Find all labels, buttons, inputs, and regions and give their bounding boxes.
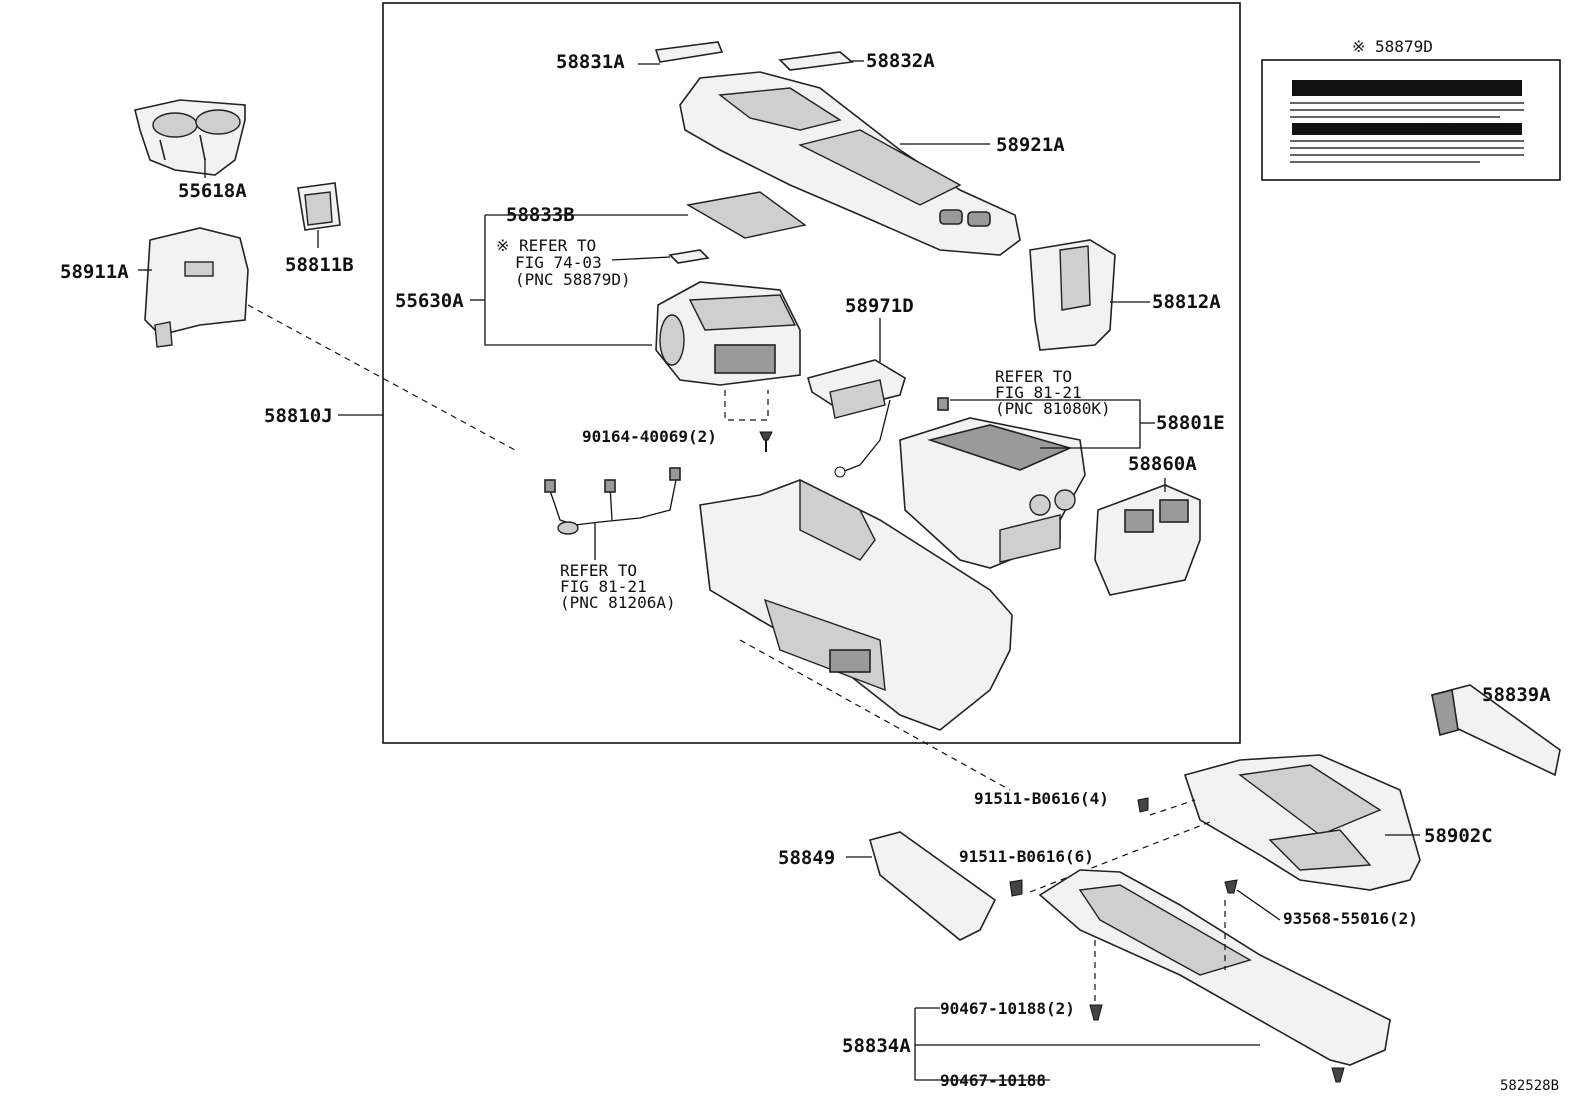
assembly-frame bbox=[382, 2, 1241, 744]
bolt-91511-a bbox=[1137, 797, 1149, 813]
label-58849: 58849 bbox=[778, 847, 835, 869]
note-refer-81a-line3: (PNC 81206A) bbox=[560, 593, 676, 612]
note-refer-81k-line2: FIG 81-21 bbox=[995, 383, 1082, 402]
caution-label-illustration: ⚠ 注 意 コンソール ⚠ CAUTION SHIFT CONSOLE bbox=[1261, 59, 1561, 181]
label-58839A: 58839A bbox=[1482, 684, 1551, 706]
label-58834A: 58834A bbox=[842, 1035, 911, 1057]
label-91511-B0616-4: 91511-B0616(4) bbox=[974, 789, 1109, 808]
label-58833B: 58833B bbox=[506, 204, 575, 226]
label-90467-10188: 90467-10188 bbox=[940, 1071, 1046, 1090]
part-55618A-cup-holder bbox=[134, 99, 246, 176]
clip-90467-a bbox=[1089, 1004, 1103, 1021]
label-93568-55016: 93568-55016(2) bbox=[1283, 909, 1418, 928]
part-58860A-vent bbox=[1094, 484, 1201, 596]
figure-id: 582528B bbox=[1500, 1078, 1559, 1094]
part-55630A-box bbox=[655, 281, 801, 386]
note-refer-74-line1: ※ REFER TO bbox=[496, 236, 596, 255]
label-58801E: 58801E bbox=[1156, 412, 1225, 434]
label-58860A: 58860A bbox=[1128, 453, 1197, 475]
part-58839A-bracket bbox=[1430, 684, 1561, 777]
part-58921A-upper-panel bbox=[679, 71, 1021, 256]
part-58971D-bracket bbox=[807, 359, 906, 478]
part-58832A-lid bbox=[778, 51, 854, 71]
label-58810J: 58810J bbox=[264, 405, 333, 427]
note-refer-81k-line1: REFER TO bbox=[995, 367, 1072, 386]
part-console-body bbox=[699, 478, 1013, 731]
label-90164-40069: 90164-40069(2) bbox=[582, 427, 717, 446]
label-58831A: 58831A bbox=[556, 51, 625, 73]
caution-header-en: ⚠ CAUTION bbox=[1310, 126, 1359, 136]
caution-header-en-right: SHIFT CONSOLE bbox=[1430, 126, 1500, 136]
note-refer-81a-line1: REFER TO bbox=[560, 561, 637, 580]
label-sticker bbox=[668, 249, 710, 264]
part-58833B-pad bbox=[685, 191, 807, 239]
label-58879D: ※ 58879D bbox=[1352, 37, 1433, 56]
label-58921A: 58921A bbox=[996, 134, 1065, 156]
note-refer-74-line3: (PNC 58879D) bbox=[515, 270, 631, 289]
note-refer-81a-line2: FIG 81-21 bbox=[560, 577, 647, 596]
label-58902C: 58902C bbox=[1424, 825, 1493, 847]
label-55618A: 55618A bbox=[178, 180, 247, 202]
label-91511-B0616-6: 91511-B0616(6) bbox=[959, 847, 1094, 866]
part-58811B-clip bbox=[297, 182, 341, 231]
label-58832A: 58832A bbox=[866, 50, 935, 72]
label-58812A: 58812A bbox=[1152, 291, 1221, 313]
label-58811B: 58811B bbox=[285, 254, 354, 276]
label-55630A: 55630A bbox=[395, 290, 464, 312]
bolt-91511-b bbox=[1009, 879, 1023, 897]
label-58911A: 58911A bbox=[60, 261, 129, 283]
part-58801E-unit bbox=[899, 397, 1086, 569]
part-58902C-base bbox=[1183, 754, 1421, 891]
part-58812A-holder bbox=[1029, 239, 1116, 351]
label-58971D: 58971D bbox=[845, 295, 914, 317]
part-58849-panel bbox=[869, 831, 997, 941]
caution-header-jp-right: コンソール bbox=[1420, 84, 1470, 95]
caution-header-jp: ⚠ 注 意 bbox=[1300, 82, 1338, 95]
note-refer-81k-line3: (PNC 81080K) bbox=[995, 399, 1111, 418]
label-90467-10188-2: 90467-10188(2) bbox=[940, 999, 1075, 1018]
note-refer-74-line2: FIG 74-03 bbox=[515, 253, 602, 272]
screw-90164 bbox=[759, 431, 773, 452]
clip-90467-b bbox=[1331, 1067, 1345, 1083]
part-58834A-tray bbox=[1038, 869, 1391, 1066]
clip-93568 bbox=[1224, 879, 1238, 894]
part-58911A-panel bbox=[144, 227, 249, 348]
wire-harness bbox=[544, 467, 681, 535]
part-58831A-lid bbox=[654, 41, 724, 63]
